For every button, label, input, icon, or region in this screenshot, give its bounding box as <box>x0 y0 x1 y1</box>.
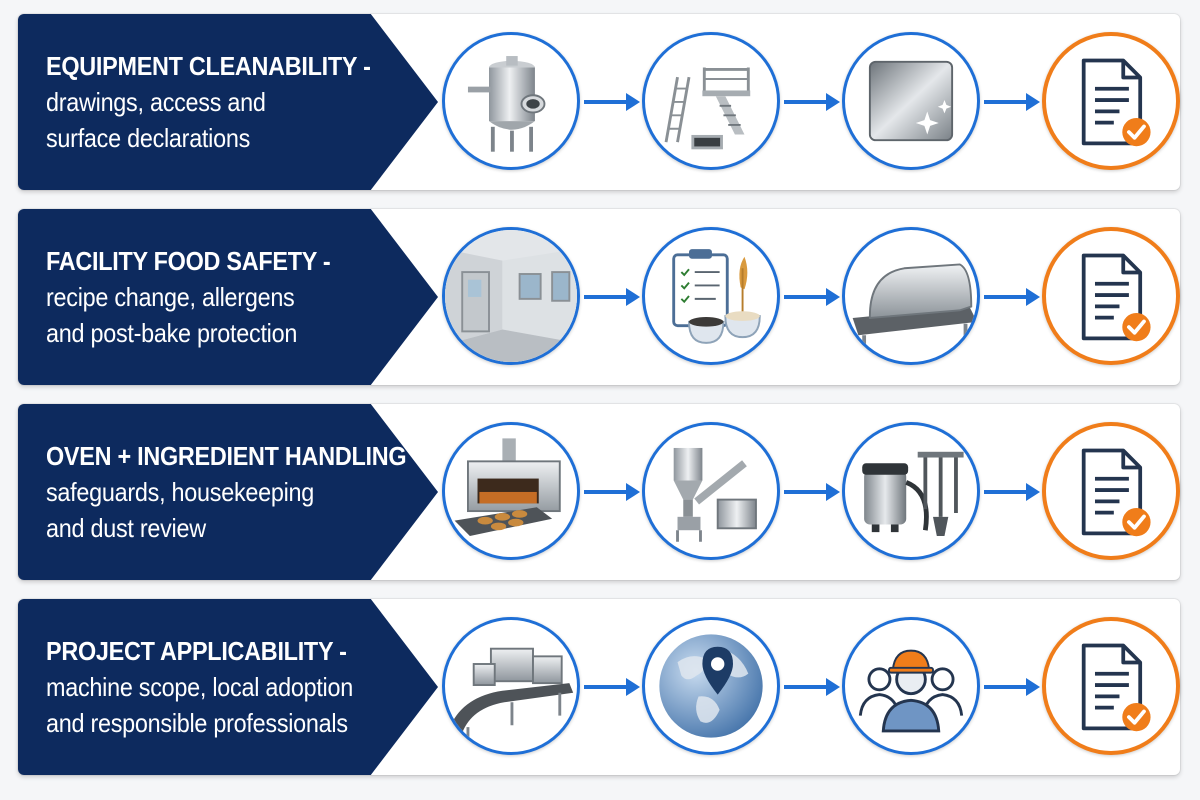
banner-text: OVEN + INGREDIENT HANDLING - safeguards,… <box>46 438 421 546</box>
banner-text: PROJECT APPLICABILITY - machine scope, l… <box>46 633 386 741</box>
ingredient-hopper-icon <box>642 422 780 560</box>
row-project-applicability: PROJECT APPLICABILITY - machine scope, l… <box>18 599 1180 775</box>
tunnel-oven-icon <box>442 422 580 560</box>
arrow-right-icon <box>784 91 840 113</box>
arrow-right-icon <box>584 676 640 698</box>
banner-text: FACILITY FOOD SAFETY - recipe change, al… <box>46 243 386 351</box>
arrow-right-icon <box>584 91 640 113</box>
covered-conveyor-icon <box>842 227 980 365</box>
stainless-tank-icon <box>442 32 580 170</box>
cleanroom-icon <box>442 227 580 365</box>
arrow-right-icon <box>784 676 840 698</box>
row-title: PROJECT APPLICABILITY - <box>46 636 347 666</box>
document-check-icon <box>1042 617 1180 755</box>
row-title: FACILITY FOOD SAFETY - <box>46 246 331 276</box>
row-facility-food-safety: FACILITY FOOD SAFETY - recipe change, al… <box>18 209 1180 385</box>
arrow-right-icon <box>984 676 1040 698</box>
arrow-right-icon <box>984 91 1040 113</box>
row-banner: PROJECT APPLICABILITY - machine scope, l… <box>18 599 438 775</box>
arrow-right-icon <box>984 286 1040 308</box>
engineer-team-icon <box>842 617 980 755</box>
row-subtitle-line-2: surface declarations <box>46 123 251 153</box>
row-title: OVEN + INGREDIENT HANDLING - <box>46 441 421 471</box>
platform-ladder-icon <box>642 32 780 170</box>
arrow-right-icon <box>784 286 840 308</box>
arrow-right-icon <box>584 286 640 308</box>
vacuum-cleaner-icon <box>842 422 980 560</box>
row-subtitle-line-2: and responsible professionals <box>46 708 348 738</box>
row-subtitle-line-1: recipe change, allergens <box>46 282 295 312</box>
production-line-icon <box>442 617 580 755</box>
recipe-clipboard-icon <box>642 227 780 365</box>
row-subtitle-line-2: and post-bake protection <box>46 318 298 348</box>
document-check-icon <box>1042 32 1180 170</box>
stainless-surface-icon <box>842 32 980 170</box>
row-banner: FACILITY FOOD SAFETY - recipe change, al… <box>18 209 438 385</box>
arrow-right-icon <box>984 481 1040 503</box>
document-check-icon <box>1042 422 1180 560</box>
row-oven-ingredient-handling: OVEN + INGREDIENT HANDLING - safeguards,… <box>18 404 1180 580</box>
arrow-right-icon <box>784 481 840 503</box>
row-subtitle-line-1: safeguards, housekeeping <box>46 477 315 507</box>
globe-location-icon <box>642 617 780 755</box>
row-title: EQUIPMENT CLEANABILITY - <box>46 51 371 81</box>
row-equipment-cleanability: EQUIPMENT CLEANABILITY - drawings, acces… <box>18 14 1180 190</box>
row-subtitle-line-1: drawings, access and <box>46 87 266 117</box>
document-check-icon <box>1042 227 1180 365</box>
banner-text: EQUIPMENT CLEANABILITY - drawings, acces… <box>46 48 386 156</box>
row-banner: EQUIPMENT CLEANABILITY - drawings, acces… <box>18 14 438 190</box>
row-subtitle-line-1: machine scope, local adoption <box>46 672 353 702</box>
row-subtitle-line-2: and dust review <box>46 513 206 543</box>
row-banner: OVEN + INGREDIENT HANDLING - safeguards,… <box>18 404 438 580</box>
arrow-right-icon <box>584 481 640 503</box>
